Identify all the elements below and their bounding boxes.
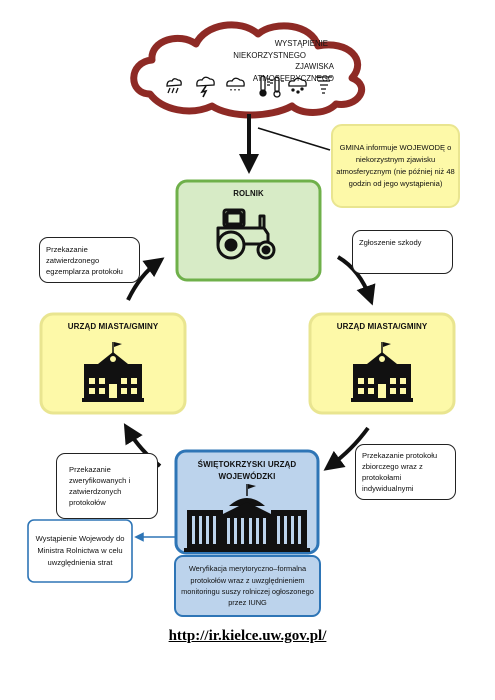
note-przekazanie-zweryfikowanych: Przekazanie zweryfikowanych i zatwierdzo… xyxy=(56,453,158,519)
town-hall-icon xyxy=(82,342,144,402)
weather-icons xyxy=(166,75,332,98)
wystapienie-text: Wystąpienie Wojewody do Ministra Rolnict… xyxy=(35,534,125,567)
tornado-icon xyxy=(316,76,332,94)
weryfikacja-box: Weryfikacja merytoryczno–formalna protok… xyxy=(179,559,316,613)
footer-url-link[interactable]: http://ir.kielce.uw.gov.pl/ xyxy=(168,628,327,644)
lightning-rain-icon xyxy=(166,78,182,94)
hail-cloud-icon xyxy=(288,77,307,94)
government-building-icon xyxy=(184,484,310,552)
gmina-note-text: GMINA informuje WOJEWODĘ o niekorzystnym… xyxy=(336,143,455,188)
cloud-line-3: ZJAWISKA ATMOSFERYCZNEGO xyxy=(252,62,334,84)
thermometer-cold-icon xyxy=(270,76,284,98)
gmina-note: GMINA informuje WOJEWODĘ o niekorzystnym… xyxy=(336,129,455,203)
arrow-rolnik-to-urzad-right xyxy=(336,255,376,306)
wystapienie-box-bg xyxy=(27,519,133,583)
town-hall-icon xyxy=(351,342,413,402)
rolnik-box-bg xyxy=(175,179,322,282)
tractor-icon xyxy=(216,208,276,260)
cloud-text: WYSTĄPIENIE NIEKORZYSTNEGO ZJAWISKA ATMO… xyxy=(218,38,334,85)
arrow-urzad-left-to-rolnik xyxy=(126,257,165,301)
urzad-right-title: URZĄD MIASTA/GMINY xyxy=(336,322,428,331)
note-przekazanie-zbiorczego: Przekazanie protokołu zbiorczego wraz z … xyxy=(355,444,456,500)
thermometer-hot-icon xyxy=(259,75,270,97)
rolnik-title: ROLNIK xyxy=(233,189,264,198)
gmina-note-bg xyxy=(331,124,460,208)
cloud-line-1: WYSTĄPIENIE xyxy=(274,39,328,48)
storm-icon xyxy=(196,76,215,98)
urzad-left-title: URZĄD MIASTA/GMINY xyxy=(67,322,159,331)
arrow-urzad-right-to-voivodeship xyxy=(323,426,370,471)
wystapienie-box: Wystąpienie Wojewody do Ministra Rolnict… xyxy=(31,523,129,579)
note-przekazanie-zatwierdzonego: Przekazanie zatwierdzonego egzemplarza p… xyxy=(39,237,140,283)
weryfikacja-box-bg xyxy=(174,555,321,617)
voivodeship-title: ŚWIĘTOKRZYSKI URZĄD WOJEWÓDZKI xyxy=(197,460,297,481)
cloud-line-2: NIEKORZYSTNEGO xyxy=(233,50,306,60)
weryfikacja-text: Weryfikacja merytoryczno–formalna protok… xyxy=(181,564,314,608)
connector-gmina-note xyxy=(257,127,331,151)
rain-cloud-icon xyxy=(226,77,245,92)
note-zgloszenie-szkody: Zgłoszenie szkody xyxy=(352,230,453,274)
